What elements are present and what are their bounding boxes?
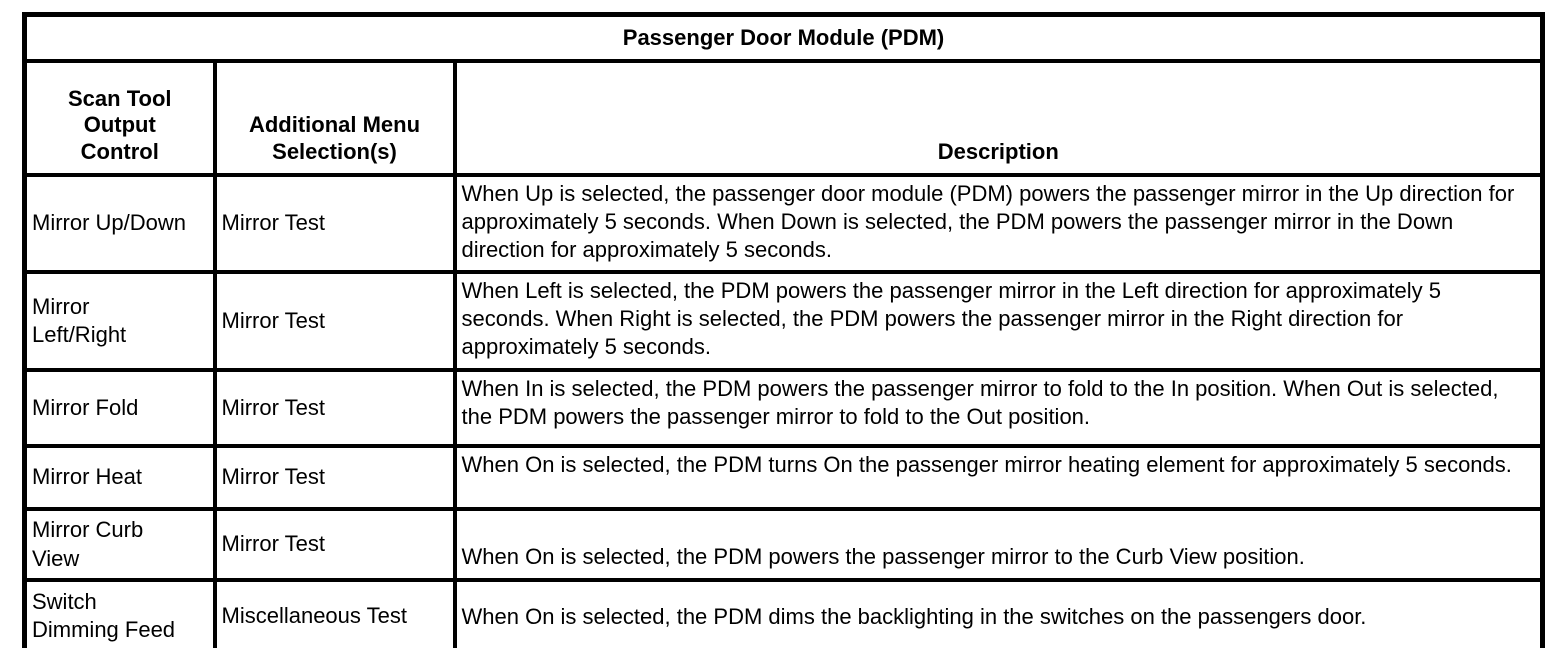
control-cell: Mirror Left/Right bbox=[22, 270, 217, 372]
table-title: Passenger Door Module (PDM) bbox=[22, 12, 1545, 63]
table-row-mirror-left-right: Mirror Left/Right Mirror Test When Left … bbox=[22, 270, 1545, 372]
table-row-mirror-up-down: Mirror Up/Down Mirror Test When Up is se… bbox=[22, 173, 1545, 274]
menu-cell: Mirror Test bbox=[212, 507, 457, 582]
control-cell: Mirror Fold bbox=[22, 368, 217, 448]
description-cell: When On is selected, the PDM dims the ba… bbox=[452, 578, 1545, 648]
menu-cell: Mirror Test bbox=[212, 173, 457, 274]
menu-cell: Mirror Test bbox=[212, 270, 457, 372]
table-header-row: Scan Tool Output Control Additional Menu… bbox=[22, 59, 1545, 177]
control-cell: Switch Dimming Feed bbox=[22, 578, 217, 648]
table-row-mirror-heat: Mirror Heat Mirror Test When On is selec… bbox=[22, 444, 1545, 511]
control-cell: Mirror Up/Down bbox=[22, 173, 217, 274]
table-row-mirror-fold: Mirror Fold Mirror Test When In is selec… bbox=[22, 368, 1545, 448]
description-cell: When On is selected, the PDM turns On th… bbox=[452, 444, 1545, 511]
pdm-output-controls-table: Passenger Door Module (PDM) Scan Tool Ou… bbox=[22, 12, 1546, 648]
table-row-switch-dimming-feed: Switch Dimming Feed Miscellaneous Test W… bbox=[22, 578, 1545, 648]
table-title-row: Passenger Door Module (PDM) bbox=[22, 12, 1545, 63]
column-header-scan-tool-output-control: Scan Tool Output Control bbox=[22, 59, 217, 177]
table-row-mirror-curb-view: Mirror Curb View Mirror Test When On is … bbox=[22, 507, 1545, 582]
menu-cell: Mirror Test bbox=[212, 368, 457, 448]
control-cell: Mirror Heat bbox=[22, 444, 217, 511]
column-header-description: Description bbox=[452, 59, 1545, 177]
menu-cell: Mirror Test bbox=[212, 444, 457, 511]
menu-cell: Miscellaneous Test bbox=[212, 578, 457, 648]
description-cell: When In is selected, the PDM powers the … bbox=[452, 368, 1545, 448]
description-cell: When Up is selected, the passenger door … bbox=[452, 173, 1545, 274]
description-cell: When On is selected, the PDM powers the … bbox=[452, 507, 1545, 582]
description-cell: When Left is selected, the PDM powers th… bbox=[452, 270, 1545, 372]
control-cell: Mirror Curb View bbox=[22, 507, 217, 582]
column-header-additional-menu-selections: Additional Menu Selection(s) bbox=[212, 59, 457, 177]
